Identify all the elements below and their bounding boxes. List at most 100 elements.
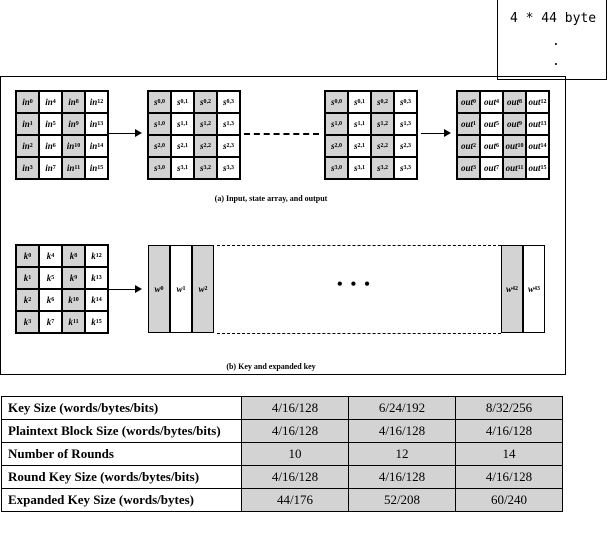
row-value: 4/16/128 <box>455 419 563 443</box>
row-value: 60/240 <box>455 488 563 512</box>
expanded-key-dashed-span <box>217 245 501 334</box>
row-value: 4/16/128 <box>241 419 349 443</box>
row-label: Number of Rounds <box>1 442 242 466</box>
note-line-2: . <box>552 34 560 49</box>
note-line-3: . <box>552 54 560 69</box>
row-value: 4/16/128 <box>241 396 349 420</box>
annotation-note: 4 * 44 byte . . <box>497 0 607 80</box>
row-value: 6/24/192 <box>348 396 456 420</box>
arrow-state-to-output <box>421 129 451 137</box>
caption-b: (b) Key and expanded key <box>226 362 316 371</box>
row-value: 10 <box>241 442 349 466</box>
row-value: 44/176 <box>241 488 349 512</box>
arrow-input-to-state <box>108 129 142 137</box>
row-value: 4/16/128 <box>455 465 563 489</box>
table-row: Plaintext Block Size (words/bytes/bits)4… <box>1 419 563 443</box>
table-row: Round Key Size (words/bytes/bits) 4/16/12… <box>1 465 563 489</box>
ellipsis: • • • <box>337 276 372 293</box>
row-label: Round Key Size (words/bytes/bits) <box>1 465 242 489</box>
row-value: 4/16/128 <box>348 419 456 443</box>
row-value: 12 <box>348 442 456 466</box>
row-label: Expanded Key Size (words/bytes) <box>1 488 242 512</box>
caption-a: (a) Input, state array, and output <box>214 194 328 203</box>
note-line-1: 4 * 44 byte <box>510 11 597 26</box>
row-value: 14 <box>455 442 563 466</box>
row-value: 52/208 <box>348 488 456 512</box>
